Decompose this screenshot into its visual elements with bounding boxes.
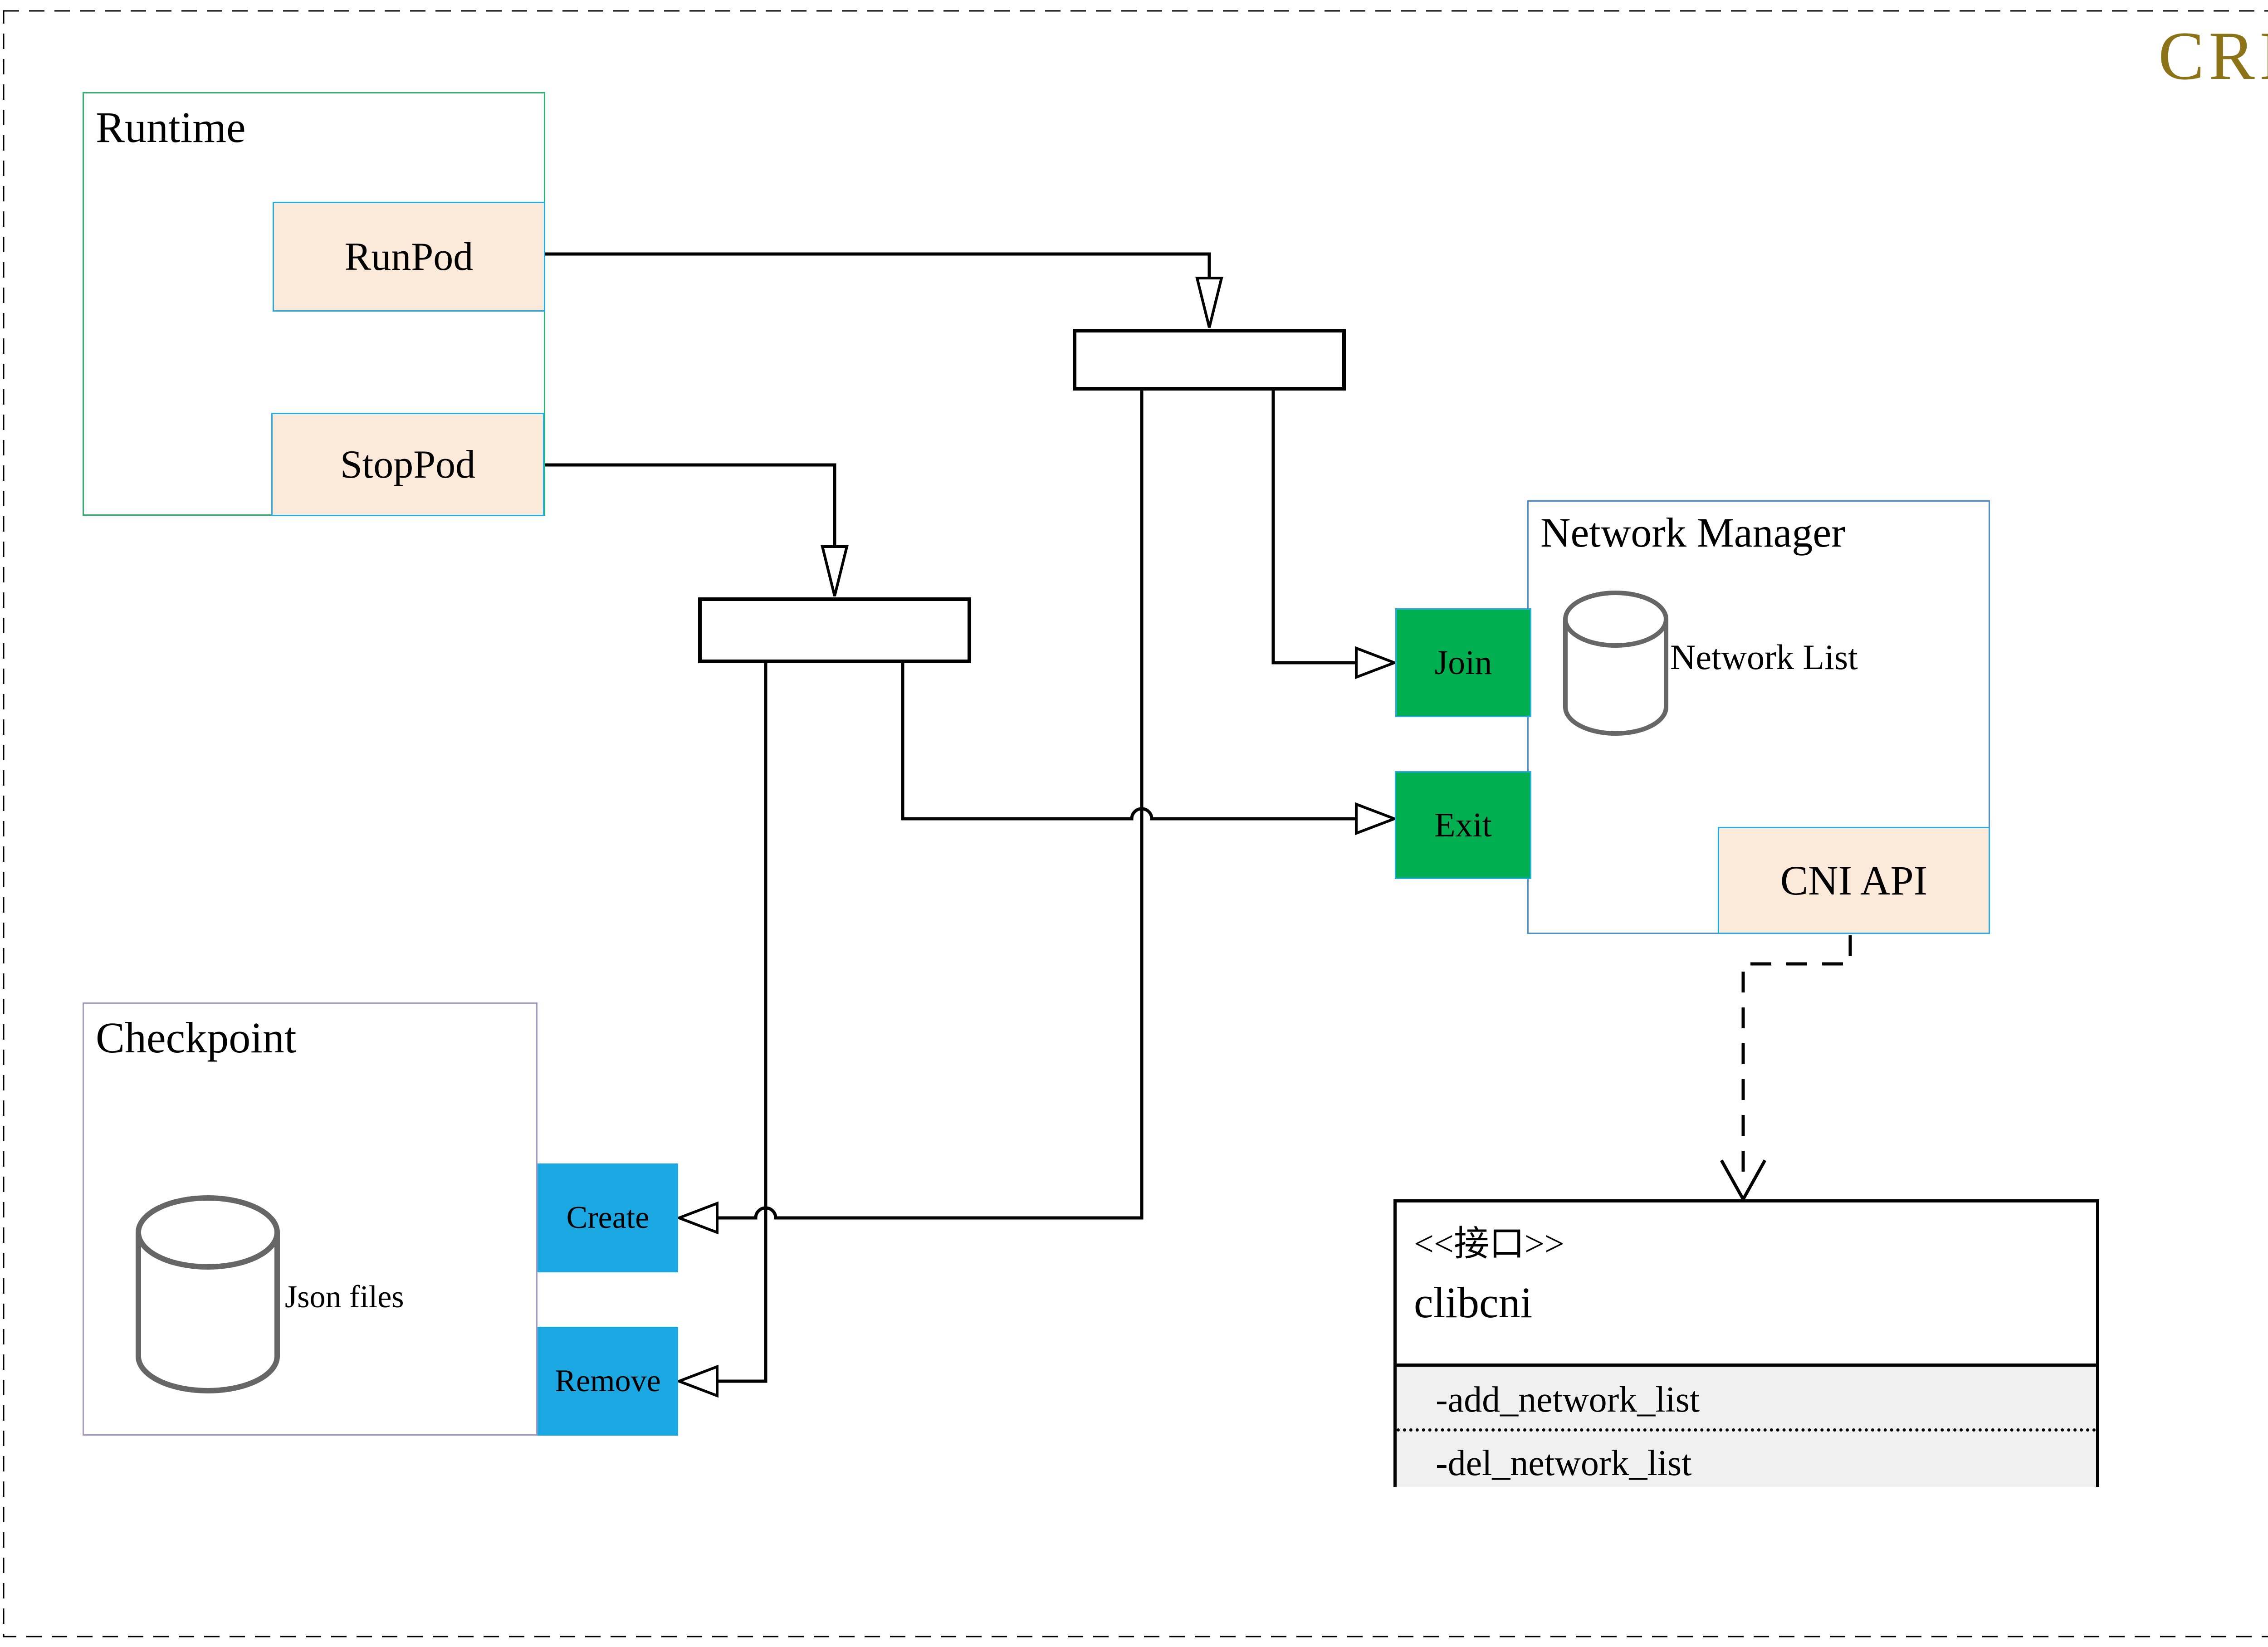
clibcni-name: clibcni [1414,1278,1533,1327]
cni-api-node: CNI API [1718,827,1990,934]
arrowhead-right-exit-icon [1355,802,1398,836]
method-divider [1397,1428,2096,1432]
wire-stoppod-to-junction [544,463,836,547]
stoppod-node: StopPod [271,413,544,516]
clibcni-methods-section: -add_network_list -del_network_list [1397,1367,2096,1487]
runpod-node: RunPod [273,202,545,312]
arrowhead-right-join-icon [1355,646,1398,679]
json-files-datastore-icon [136,1195,280,1393]
diagram-title: CRI [2158,18,2268,94]
wire-runpod-to-junction [545,252,1211,278]
wire-junction-to-create [718,391,1144,1220]
arrowhead-down-junction-top-icon [1195,277,1223,328]
clibcni-method-add: -add_network_list [1436,1380,1700,1420]
json-files-label: Json files [285,1280,404,1315]
clibcni-header-section: <<接口>> clibcni [1397,1202,2096,1367]
clibcni-method-del: -del_network_list [1436,1443,1692,1483]
wire-cniapi-to-clibcni-dashed [1741,935,1852,1178]
wire-junction-to-join [1271,391,1356,665]
network-list-label: Network List [1670,637,1858,677]
clibcni-interface-box: <<接口>> clibcni -add_network_list -del_ne… [1393,1199,2099,1487]
runtime-label: Runtime [96,103,246,152]
arrowhead-left-remove-icon [675,1364,719,1398]
junction-node-top [1073,329,1346,391]
checkpoint-container: Checkpoint [83,1002,538,1436]
remove-node: Remove [538,1327,678,1436]
network-manager-label: Network Manager [1540,509,1845,556]
junction-node-left [698,597,971,663]
checkpoint-label: Checkpoint [96,1013,297,1062]
join-node: Join [1395,608,1531,717]
arrowhead-left-create-icon [675,1201,719,1235]
create-node: Create [538,1163,678,1272]
outer-dashed-border [3,10,2268,1637]
clibcni-stereotype: <<接口>> [1414,1224,1564,1263]
wire-junction-to-remove [718,663,767,1383]
exit-node: Exit [1395,771,1531,879]
wire-junction-to-exit [901,663,1356,821]
network-list-datastore-icon [1563,591,1668,736]
arrowhead-down-junction-left-icon [821,545,849,596]
